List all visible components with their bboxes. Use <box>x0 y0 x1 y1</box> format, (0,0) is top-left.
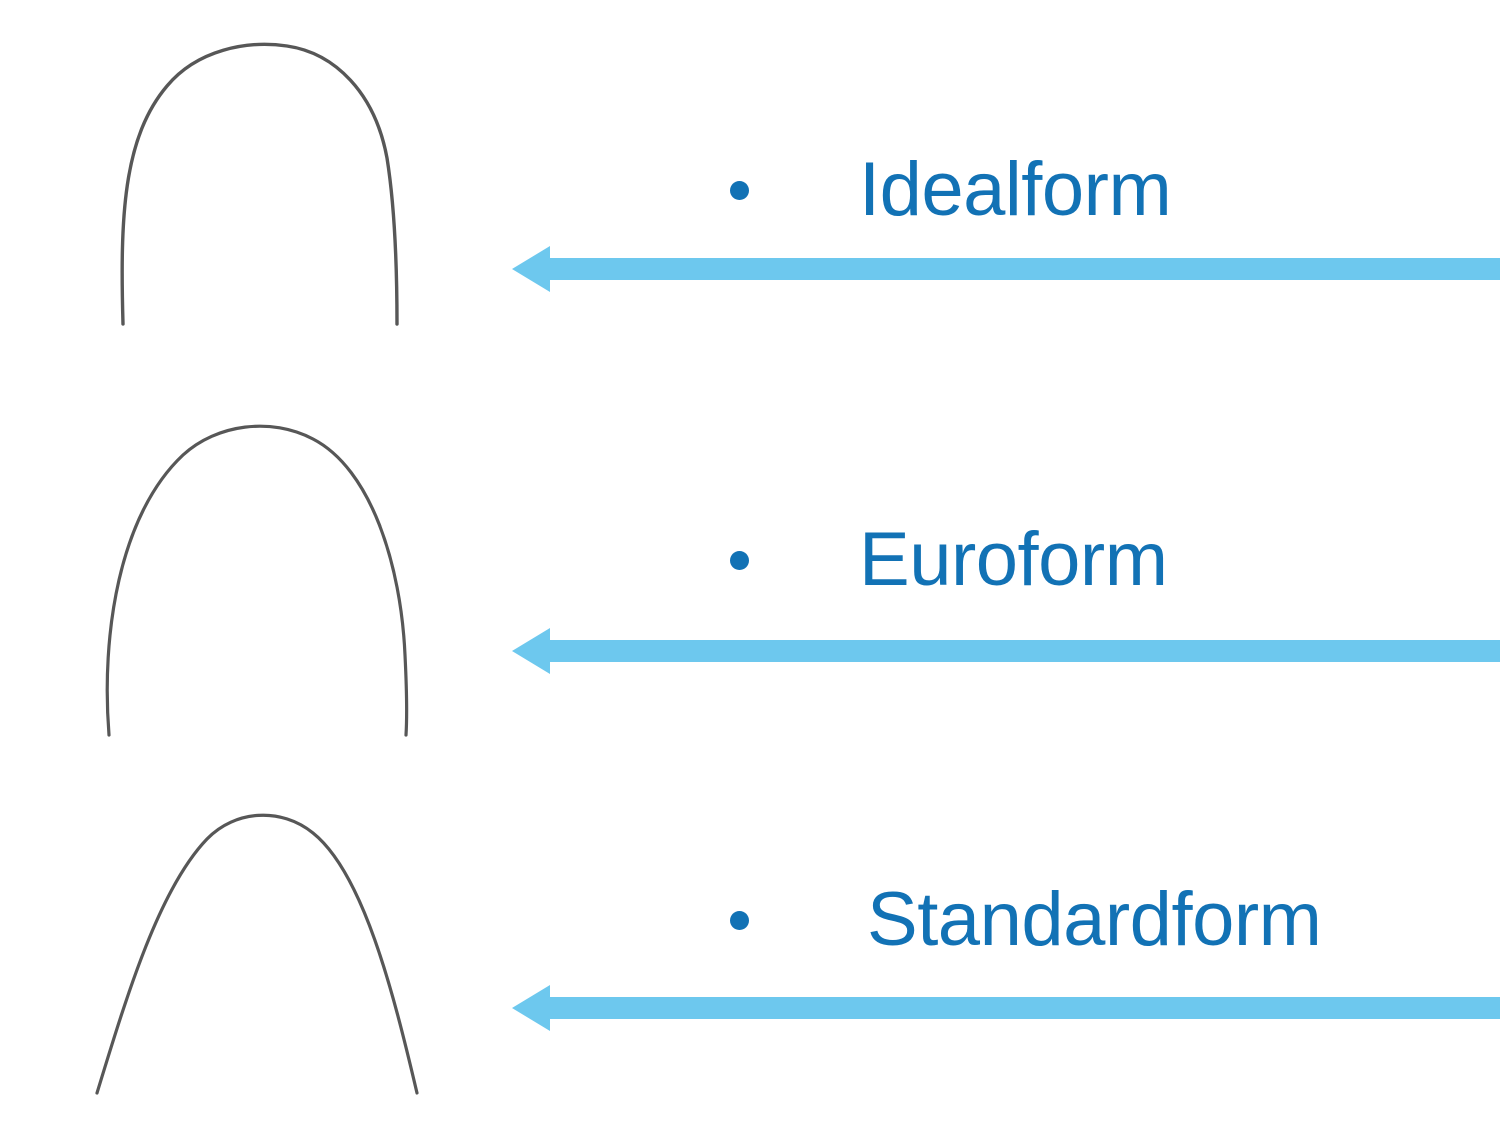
bullet-icon <box>730 180 749 200</box>
archwire-idealform <box>75 18 435 338</box>
list-item-idealform: Idealform <box>730 145 1172 235</box>
list-item-label: Idealform <box>859 147 1172 232</box>
arrow-standardform <box>512 985 1500 1031</box>
list-item-label: Euroform <box>859 517 1168 602</box>
archwire-standardform <box>75 795 445 1100</box>
bullet-icon <box>730 550 749 570</box>
arrow-idealform <box>512 246 1500 292</box>
list-item-label: Standardform <box>867 877 1322 962</box>
bullet-icon <box>730 910 749 930</box>
list-item-standardform: Standardform <box>730 875 1322 965</box>
archwire-euroform <box>75 405 435 745</box>
list-item-euroform: Euroform <box>730 515 1168 605</box>
arrow-euroform <box>512 628 1500 674</box>
